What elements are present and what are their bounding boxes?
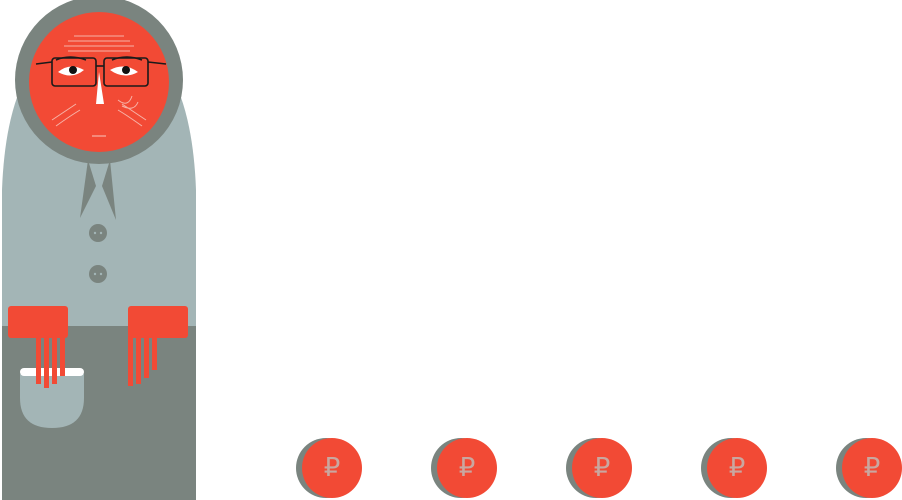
nose [96, 72, 104, 104]
grandmother-illustration-icon [2, 0, 196, 500]
left-hand [8, 306, 68, 388]
ruble-coin-icon: ₽ [566, 438, 632, 500]
ruble-symbol: ₽ [323, 453, 341, 483]
coin-face: ₽ [302, 438, 362, 498]
ruble-symbol: ₽ [458, 453, 476, 483]
scarf-knot [80, 160, 96, 218]
glasses-icon [35, 57, 167, 87]
ruble-coin-icon: ₽ [836, 438, 902, 500]
ruble-coin-icon: ₽ [296, 438, 362, 500]
purse [20, 374, 84, 428]
coin-face: ₽ [437, 438, 497, 498]
ruble-coin-icon: ₽ [431, 438, 497, 500]
right-hand [128, 306, 188, 386]
ruble-coin-icon: ₽ [701, 438, 767, 500]
coin-face: ₽ [572, 438, 632, 498]
cheek-wrinkles [51, 95, 147, 127]
coin-face: ₽ [842, 438, 902, 498]
ruble-symbol: ₽ [593, 453, 611, 483]
ruble-symbol: ₽ [863, 453, 881, 483]
ruble-symbol: ₽ [728, 453, 746, 483]
forehead-wrinkles [64, 35, 134, 52]
coin-face: ₽ [707, 438, 767, 498]
blouse-buttons [89, 224, 107, 283]
